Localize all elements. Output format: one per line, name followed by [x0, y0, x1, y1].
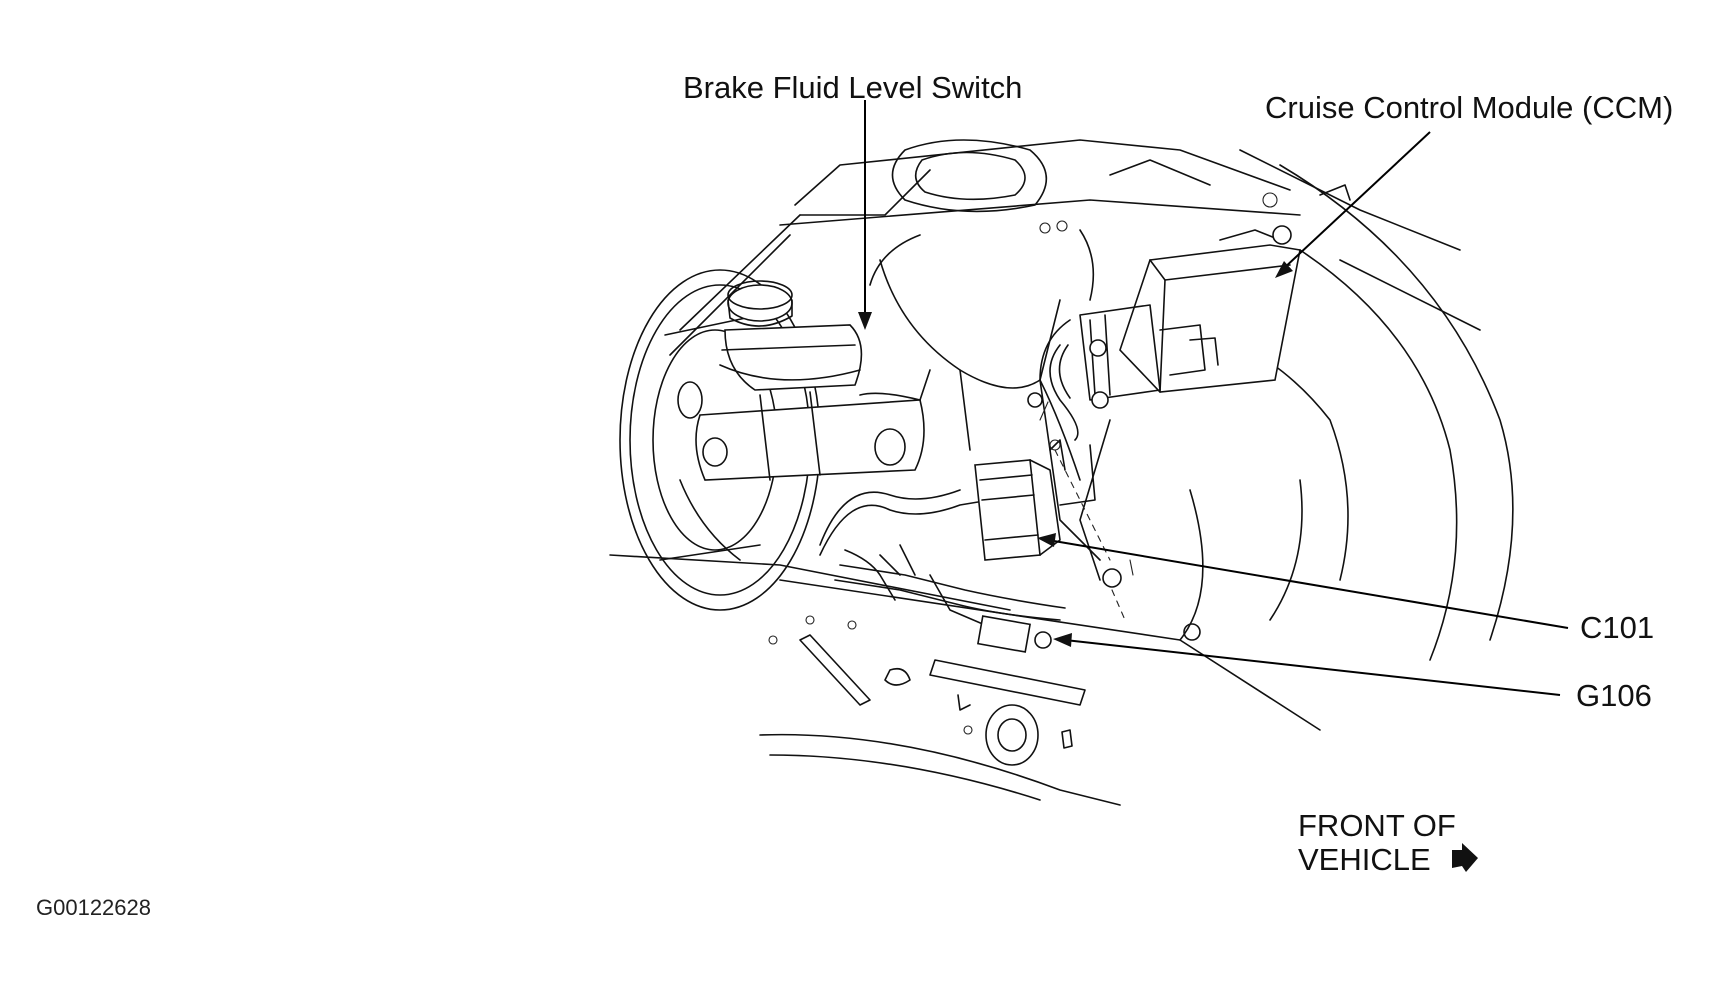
inner-fender-left: [609, 214, 1321, 806]
leader-cruise-control-module: [1281, 131, 1431, 271]
front-arrow-icon: [1452, 843, 1478, 872]
c101-connector: [974, 392, 1096, 561]
leader-c101: [1047, 539, 1569, 629]
label-front-of-vehicle-line1: FRONT OF: [1298, 808, 1456, 843]
cruise-control-module: [1049, 225, 1301, 441]
master-cylinder: [677, 280, 931, 481]
label-brake-fluid-level-switch: Brake Fluid Level Switch: [683, 70, 1023, 105]
label-front-of-vehicle-line2: VEHICLE: [1298, 842, 1431, 877]
cowl-panel: [779, 139, 1461, 251]
leader-lines: [858, 100, 1569, 872]
figure-code: G00122628: [36, 895, 151, 920]
label-g106: G106: [1576, 678, 1652, 713]
label-c101: C101: [1580, 610, 1655, 645]
label-cruise-control-module: Cruise Control Module (CCM): [1265, 90, 1674, 125]
strut-tower: [1149, 164, 1514, 661]
leader-g106: [1064, 639, 1561, 696]
wiring-harness: [819, 319, 1111, 653]
lower-panel: [768, 615, 1086, 766]
bolts: [1054, 449, 1201, 641]
